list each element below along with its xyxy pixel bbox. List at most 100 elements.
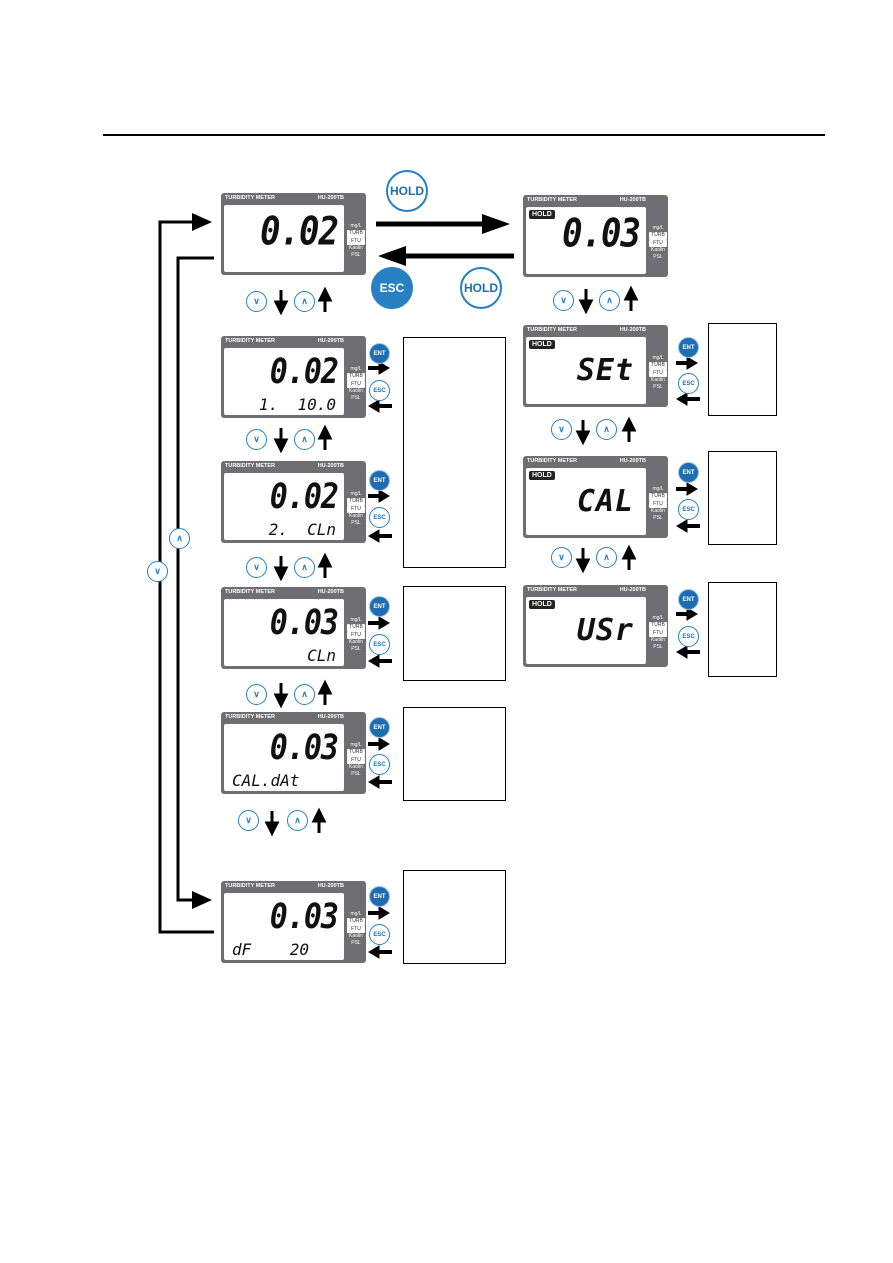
meter-model: HU-200TB [317, 714, 344, 720]
down-button[interactable]: ∨ [147, 561, 168, 582]
up-button[interactable]: ∧ [596, 547, 617, 568]
up-button[interactable]: ∧ [294, 684, 315, 705]
down-button[interactable]: ∨ [238, 810, 259, 831]
down-button[interactable]: ∨ [246, 557, 267, 578]
up-button[interactable]: ∧ [596, 419, 617, 440]
unit-turb: TURB [347, 373, 365, 381]
lcd-menu-4: TURBIDITY METER HU-200TB 0.03 CAL.dAt mg… [221, 712, 366, 794]
esc-button[interactable]: ESC [678, 373, 699, 394]
sub-reading: CLn [307, 646, 336, 665]
ent-button[interactable]: ENT [369, 343, 390, 364]
unit-ftu: FTU [347, 505, 365, 513]
unit-list: mg/L TURB FTU Kaolin PSL [649, 615, 667, 651]
unit-kaolin: Kaolin [349, 763, 363, 770]
unit-kaolin: Kaolin [651, 246, 665, 253]
sub-reading: 1. 10.0 [258, 395, 336, 414]
ent-label: ENT [682, 344, 695, 351]
down-button[interactable]: ∨ [551, 547, 572, 568]
esc-button[interactable]: ESC [369, 754, 390, 775]
esc-label: ESC [373, 514, 386, 521]
hold-button-2[interactable]: HOLD [460, 267, 502, 309]
meter-title: TURBIDITY METER [225, 195, 276, 201]
unit-ftu: FTU [649, 369, 667, 377]
ent-button[interactable]: ENT [678, 337, 699, 358]
lcd-hold: TURBIDITY METER HU-200TB HOLD 0.03 mg/L … [523, 195, 668, 277]
hold-tag: HOLD [529, 340, 555, 349]
meter-title: TURBIDITY METER [225, 338, 276, 344]
lcd-menu-5: TURBIDITY METER HU-200TB 0.03 dF 20 mg/L… [221, 881, 366, 963]
esc-button[interactable]: ESC [369, 634, 390, 655]
meter-title: TURBIDITY METER [225, 463, 276, 469]
up-button[interactable]: ∧ [599, 290, 620, 311]
unit-turb: TURB [347, 498, 365, 506]
hold-button[interactable]: HOLD [386, 170, 428, 212]
esc-label: ESC [682, 633, 695, 640]
ent-button[interactable]: ENT [678, 462, 699, 483]
chevron-up-icon: ∧ [301, 434, 308, 444]
unit-psl: PSL [653, 644, 663, 651]
unit-ftu: FTU [347, 631, 365, 639]
down-button[interactable]: ∨ [553, 290, 574, 311]
unit-list: mg/L TURB FTU Kaolin PSL [347, 742, 365, 778]
ent-button[interactable]: ENT [369, 717, 390, 738]
esc-button[interactable]: ESC [369, 380, 390, 401]
up-button[interactable]: ∧ [169, 528, 190, 549]
esc-button[interactable]: ESC [678, 626, 699, 647]
esc-button[interactable]: ESC [371, 267, 413, 309]
unit-psl: PSL [351, 646, 361, 653]
esc-button[interactable]: ESC [369, 507, 390, 528]
description-box-5 [708, 323, 777, 416]
unit-turb: TURB [649, 622, 667, 630]
lcd-menu-1: TURBIDITY METER HU-200TB 0.02 1. 10.0 mg… [221, 336, 366, 418]
chevron-up-icon: ∧ [603, 552, 610, 562]
unit-turb: TURB [649, 493, 667, 501]
unit-turb: TURB [347, 624, 365, 632]
lcd-set: TURBIDITY METER HU-200TB HOLD SEt mg/L T… [523, 325, 668, 407]
meter-title: TURBIDITY METER [527, 197, 578, 203]
esc-button[interactable]: ESC [369, 924, 390, 945]
ent-button[interactable]: ENT [369, 470, 390, 491]
unit-kaolin: Kaolin [349, 387, 363, 394]
unit-kaolin: Kaolin [349, 244, 363, 251]
up-button[interactable]: ∧ [294, 429, 315, 450]
up-button[interactable]: ∧ [294, 291, 315, 312]
chevron-down-icon: ∨ [253, 562, 260, 572]
chevron-up-icon: ∧ [176, 533, 183, 543]
reading: 0.03 [562, 211, 641, 257]
up-button[interactable]: ∧ [287, 810, 308, 831]
ent-button[interactable]: ENT [678, 589, 699, 610]
unit-mgl: mg/L [350, 491, 362, 497]
meter-title: TURBIDITY METER [225, 883, 276, 889]
up-button[interactable]: ∧ [294, 557, 315, 578]
chevron-down-icon: ∨ [560, 295, 567, 305]
down-button[interactable]: ∨ [551, 419, 572, 440]
unit-turb: TURB [347, 230, 365, 238]
description-box-3 [403, 707, 506, 801]
lcd-usr: TURBIDITY METER HU-200TB HOLD USr mg/L T… [523, 585, 668, 667]
esc-button[interactable]: ESC [678, 499, 699, 520]
meter-title: TURBIDITY METER [225, 589, 276, 595]
reading: CAL [576, 484, 634, 519]
unit-ftu: FTU [649, 239, 667, 247]
unit-ftu: FTU [649, 500, 667, 508]
lcd-cal: TURBIDITY METER HU-200TB HOLD CAL mg/L T… [523, 456, 668, 538]
chevron-down-icon: ∨ [253, 689, 260, 699]
ent-label: ENT [373, 477, 386, 484]
down-button[interactable]: ∨ [246, 291, 267, 312]
chevron-up-icon: ∧ [294, 815, 301, 825]
ent-label: ENT [373, 724, 386, 731]
reading: SEt [576, 353, 634, 388]
meter-model: HU-200TB [619, 327, 646, 333]
ent-button[interactable]: ENT [369, 886, 390, 907]
unit-list: mg/L TURB FTU Kaolin PSL [347, 491, 365, 527]
unit-kaolin: Kaolin [651, 636, 665, 643]
down-button[interactable]: ∨ [246, 684, 267, 705]
unit-kaolin: Kaolin [349, 932, 363, 939]
ent-button[interactable]: ENT [369, 596, 390, 617]
unit-mgl: mg/L [652, 615, 664, 621]
lcd-screen: HOLD CAL [526, 468, 646, 535]
esc-label: ESC [373, 387, 386, 394]
ent-label: ENT [373, 893, 386, 900]
down-button[interactable]: ∨ [246, 429, 267, 450]
